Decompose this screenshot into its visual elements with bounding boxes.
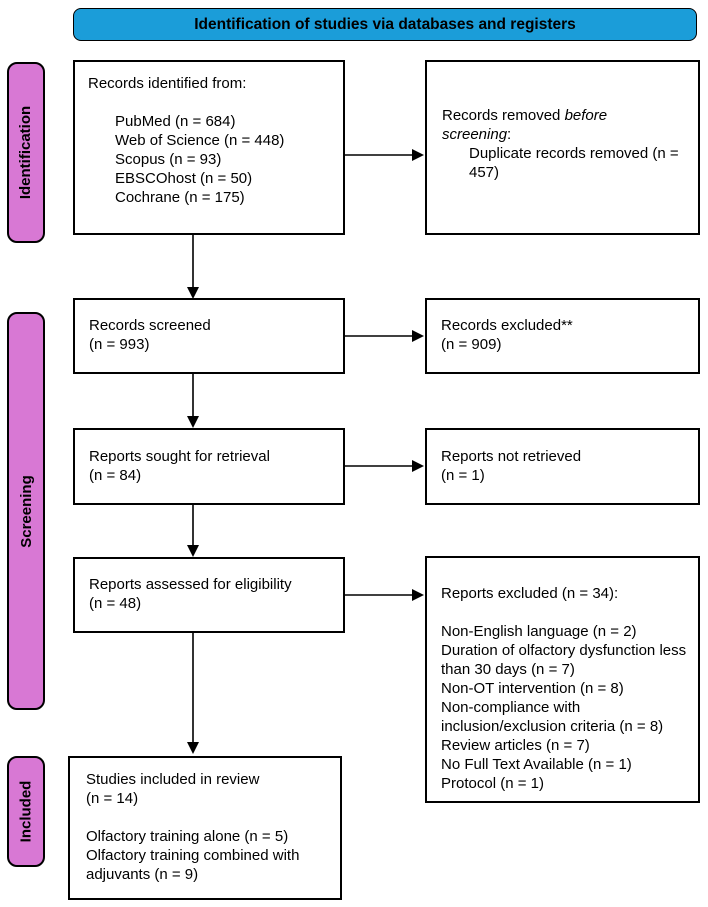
text-line: (n = 993) — [89, 336, 150, 353]
box-records-removed-before-screening: Records removed before screening: Duplic… — [425, 60, 700, 235]
text-line: Olfactory training combined with adjuvan… — [86, 847, 300, 883]
arrow-down-sought-to-assessed — [187, 505, 199, 557]
text-line: Reports assessed for eligibility — [89, 576, 292, 593]
box-reports-excluded-reasons: Reports excluded (n = 34): Non-English l… — [425, 556, 700, 803]
text-line: PubMed (n = 684) — [115, 113, 236, 130]
records-removed-title-prefix: Records removed — [442, 107, 565, 124]
studies-included-lines: Studies included in review (n = 14) Olfac… — [86, 770, 332, 884]
text-line: Records excluded** — [441, 317, 573, 334]
text-line: (n = 909) — [441, 336, 502, 353]
text-line: Scopus (n = 93) — [115, 151, 222, 168]
text-line: Web of Science (n = 448) — [115, 132, 285, 149]
arrow-right-sought-to-not-retrieved — [345, 460, 424, 472]
text-line: Duplicate records removed (n = 457) — [469, 145, 679, 181]
text-line: Reports sought for retrieval — [89, 448, 270, 465]
box-reports-sought-for-retrieval: Reports sought for retrieval (n = 84) — [73, 428, 345, 505]
text-line: (n = 84) — [89, 467, 142, 484]
records-screened-lines: Records screened (n = 993) — [89, 316, 335, 354]
arrow-down-screened-to-sought — [187, 374, 199, 428]
records-removed-reasons: Duplicate records removed (n = 457) — [469, 144, 692, 182]
reports-excluded-reason-list: Non-English language (n = 2) Duration of … — [441, 622, 692, 793]
text-line: Reports not retrieved — [441, 448, 582, 465]
records-identified-title: Records identified from: — [88, 75, 247, 92]
text-line: Protocol (n = 1) — [441, 775, 544, 792]
reports-sought-lines: Reports sought for retrieval (n = 84) — [89, 447, 335, 485]
text-line: (n = 48) — [89, 595, 142, 612]
box-records-excluded: Records excluded** (n = 909) — [425, 298, 700, 374]
text-line: Records screened — [89, 317, 211, 334]
stage-bar-screening: Screening — [7, 312, 45, 710]
records-identified-sources: PubMed (n = 684) Web of Science (n = 448)… — [115, 112, 335, 207]
arrow-right-screened-to-excluded — [345, 330, 424, 342]
text-line: Cochrane (n = 175) — [115, 189, 245, 206]
stage-label-identification: Identification — [17, 105, 35, 200]
arrow-down-identified-to-screened — [187, 235, 199, 299]
records-removed-title: Records removed before screening: — [442, 106, 660, 144]
box-records-identified: Records identified from: PubMed (n = 684… — [73, 60, 345, 235]
text-line: Non-English language (n = 2) — [441, 623, 637, 640]
text-line: EBSCOhost (n = 50) — [115, 170, 253, 187]
stage-bar-identification: Identification — [7, 62, 45, 243]
box-reports-assessed-for-eligibility: Reports assessed for eligibility (n = 48) — [73, 557, 345, 633]
arrow-right-identified-to-removed — [345, 149, 424, 161]
text-line: (n = 14) — [86, 790, 139, 807]
text-line: No Full Text Available (n = 1) — [441, 756, 632, 773]
text-line: Non-compliance with inclusion/exclusion … — [441, 699, 664, 735]
banner-title: Identification of studies via databases … — [73, 8, 697, 41]
text-line: (n = 1) — [441, 467, 485, 484]
text-line: Studies included in review — [86, 771, 260, 788]
box-records-screened: Records screened (n = 993) — [73, 298, 345, 374]
reports-not-retrieved-lines: Reports not retrieved (n = 1) — [441, 447, 692, 485]
text-line: Olfactory training alone (n = 5) — [86, 828, 289, 845]
records-removed-title-italic: before screening — [442, 107, 608, 143]
arrow-down-assessed-to-included — [187, 633, 199, 754]
records-removed-title-suffix: : — [507, 126, 512, 143]
text-line: Duration of olfactory dysfunction less t… — [441, 642, 687, 678]
box-reports-not-retrieved: Reports not retrieved (n = 1) — [425, 428, 700, 505]
stage-label-screening: Screening — [17, 474, 35, 548]
text-line: Review articles (n = 7) — [441, 737, 590, 754]
text-line — [86, 808, 332, 827]
arrow-right-assessed-to-excluded — [345, 589, 424, 601]
records-excluded-lines: Records excluded** (n = 909) — [441, 316, 692, 354]
reports-excluded-title: Reports excluded (n = 34): — [441, 585, 619, 602]
stage-label-included: Included — [17, 780, 35, 843]
box-studies-included-in-review: Studies included in review (n = 14) Olfac… — [68, 756, 342, 900]
stage-bar-included: Included — [7, 756, 45, 867]
reports-assessed-lines: Reports assessed for eligibility (n = 48) — [89, 575, 335, 613]
text-line: Non-OT intervention (n = 8) — [441, 680, 624, 697]
